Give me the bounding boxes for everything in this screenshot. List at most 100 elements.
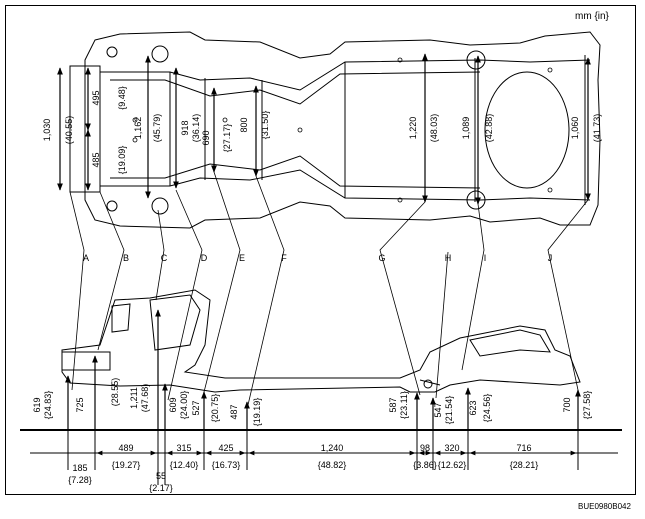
width-label-G-in: (48.03)	[429, 114, 439, 143]
spare-tire-well	[484, 71, 570, 189]
point-C: C	[161, 253, 168, 263]
height-label-A-in: {24.83}	[43, 391, 53, 420]
height-label-D-in: {24.00}	[179, 391, 189, 420]
point-G: G	[378, 253, 385, 263]
point-H: H	[445, 253, 452, 263]
height-label-H-in: {21.54}	[444, 396, 454, 425]
top-view-labels: 1,030 (40.55) 495 {9.48} 485 {19.09} 1,1…	[42, 86, 602, 174]
front-left-mount	[106, 46, 118, 58]
length-label-c-d: 55	[156, 471, 166, 481]
height-label-G: 587	[388, 397, 398, 412]
height-label-C: 1,211	[129, 387, 139, 409]
height-label-F-in: {19.19}	[252, 398, 262, 427]
width-label-J-in: (41.73)	[592, 114, 602, 143]
height-label-J: 700	[562, 397, 572, 412]
length-labels-bottom: 185 {7.28} 55 {2.17}	[68, 463, 173, 493]
length-label-7-in: {28.21}	[510, 460, 539, 470]
width-label-F: 800	[239, 117, 249, 132]
side-body-outline	[61, 289, 581, 393]
datum-and-length-dimensions	[20, 429, 622, 485]
side-height-arrows	[65, 309, 581, 430]
height-label-I-in: {24.56}	[482, 394, 492, 423]
height-label-G-in: {23.11}	[399, 391, 409, 419]
width-label-D: 918	[180, 120, 190, 135]
length-label-front: 185	[72, 463, 87, 473]
width-label-B1: 495	[91, 90, 101, 105]
length-label-1: 489	[118, 443, 133, 453]
height-label-I: 623	[468, 400, 478, 415]
left-inner-rail	[110, 71, 481, 105]
length-label-c-d-in: {2.17}	[149, 483, 173, 493]
width-label-B2-in: {19.09}	[117, 146, 127, 175]
length-label-7: 716	[516, 443, 531, 453]
height-label-H: 547	[433, 402, 443, 417]
height-label-J-in: {27.58}	[582, 391, 592, 420]
right-side-rail	[100, 169, 591, 201]
left-side-rail	[100, 59, 591, 91]
width-label-A: 1,030	[42, 119, 52, 142]
rear-wheelhouse	[469, 329, 551, 357]
top-view-frame	[69, 31, 601, 229]
length-label-1-in: {19.27}	[112, 460, 141, 470]
length-label-2: 315	[176, 443, 191, 453]
width-label-E: 690	[201, 130, 211, 145]
rear-mount-hole	[423, 379, 433, 389]
front-right-mount	[106, 200, 118, 212]
height-label-D: 609	[168, 397, 178, 412]
width-label-I-in: (42.88)	[484, 114, 494, 143]
front-apron-panel	[111, 303, 131, 333]
length-label-3: 425	[218, 443, 233, 453]
side-height-labels: 619 {24.83} 725 (28.55) 1,211 (47.68) 60…	[32, 378, 592, 427]
length-label-6: 320	[444, 443, 459, 453]
rear-subframe-link	[419, 379, 441, 386]
length-label-2-in: {12.40}	[170, 460, 199, 470]
width-label-F-in: {31.50}	[260, 111, 270, 140]
point-J: J	[548, 253, 553, 263]
point-leaders	[69, 171, 589, 406]
height-label-E: 527	[191, 400, 201, 415]
point-A: A	[83, 253, 89, 263]
width-label-E-in: {27.17}	[222, 124, 232, 153]
width-label-G: 1,220	[408, 117, 418, 140]
front-strut-housing	[149, 294, 201, 351]
point-letters: A B C D E F G H I J	[83, 253, 552, 263]
width-label-C: 1,162	[133, 117, 143, 140]
side-view-frame	[61, 289, 581, 393]
unit-label: mm {in}	[575, 11, 609, 22]
point-E: E	[239, 253, 245, 263]
width-label-B2: 485	[91, 152, 101, 167]
length-label-6-in: {12.62}	[438, 460, 467, 470]
height-label-A: 619	[32, 397, 42, 412]
length-label-4: 1,240	[321, 443, 344, 453]
point-B: B	[123, 253, 129, 263]
length-label-3-in: {16.73}	[212, 460, 241, 470]
width-label-D-in: (36.14)	[191, 114, 201, 143]
length-label-5-in: {3.86}	[413, 460, 437, 470]
top-view-dimensions	[57, 53, 591, 205]
length-label-front-in: {7.28}	[68, 475, 92, 485]
width-label-A-in: (40.55)	[64, 116, 74, 145]
width-label-C-in: (45.79)	[152, 114, 162, 143]
right-inner-rail	[110, 155, 481, 189]
diagram-frame	[5, 5, 636, 495]
height-label-E-in: {20.75}	[210, 394, 220, 423]
front-right-strut-tower	[151, 197, 169, 215]
point-D: D	[201, 253, 208, 263]
point-F: F	[281, 253, 287, 263]
figure-code: BUE0980B042	[578, 502, 631, 511]
front-bumper-side	[62, 351, 111, 371]
body-outline	[84, 31, 601, 229]
width-label-J: 1,060	[570, 117, 580, 140]
width-label-B1-in: {9.48}	[117, 86, 127, 110]
height-label-B-in: (28.55)	[110, 378, 120, 407]
length-label-4-in: {48.82}	[318, 460, 347, 470]
point-I: I	[484, 253, 487, 263]
front-left-strut-tower	[151, 45, 169, 63]
length-labels-top: 489 {19.27} 315 {12.40} 425 {16.73} 1,24…	[112, 443, 539, 470]
width-label-I: 1,089	[461, 117, 471, 140]
height-label-B: 725	[75, 397, 85, 412]
height-label-F: 487	[229, 404, 239, 419]
height-label-C-in: (47.68)	[140, 384, 150, 413]
length-label-5: 98	[420, 443, 430, 453]
